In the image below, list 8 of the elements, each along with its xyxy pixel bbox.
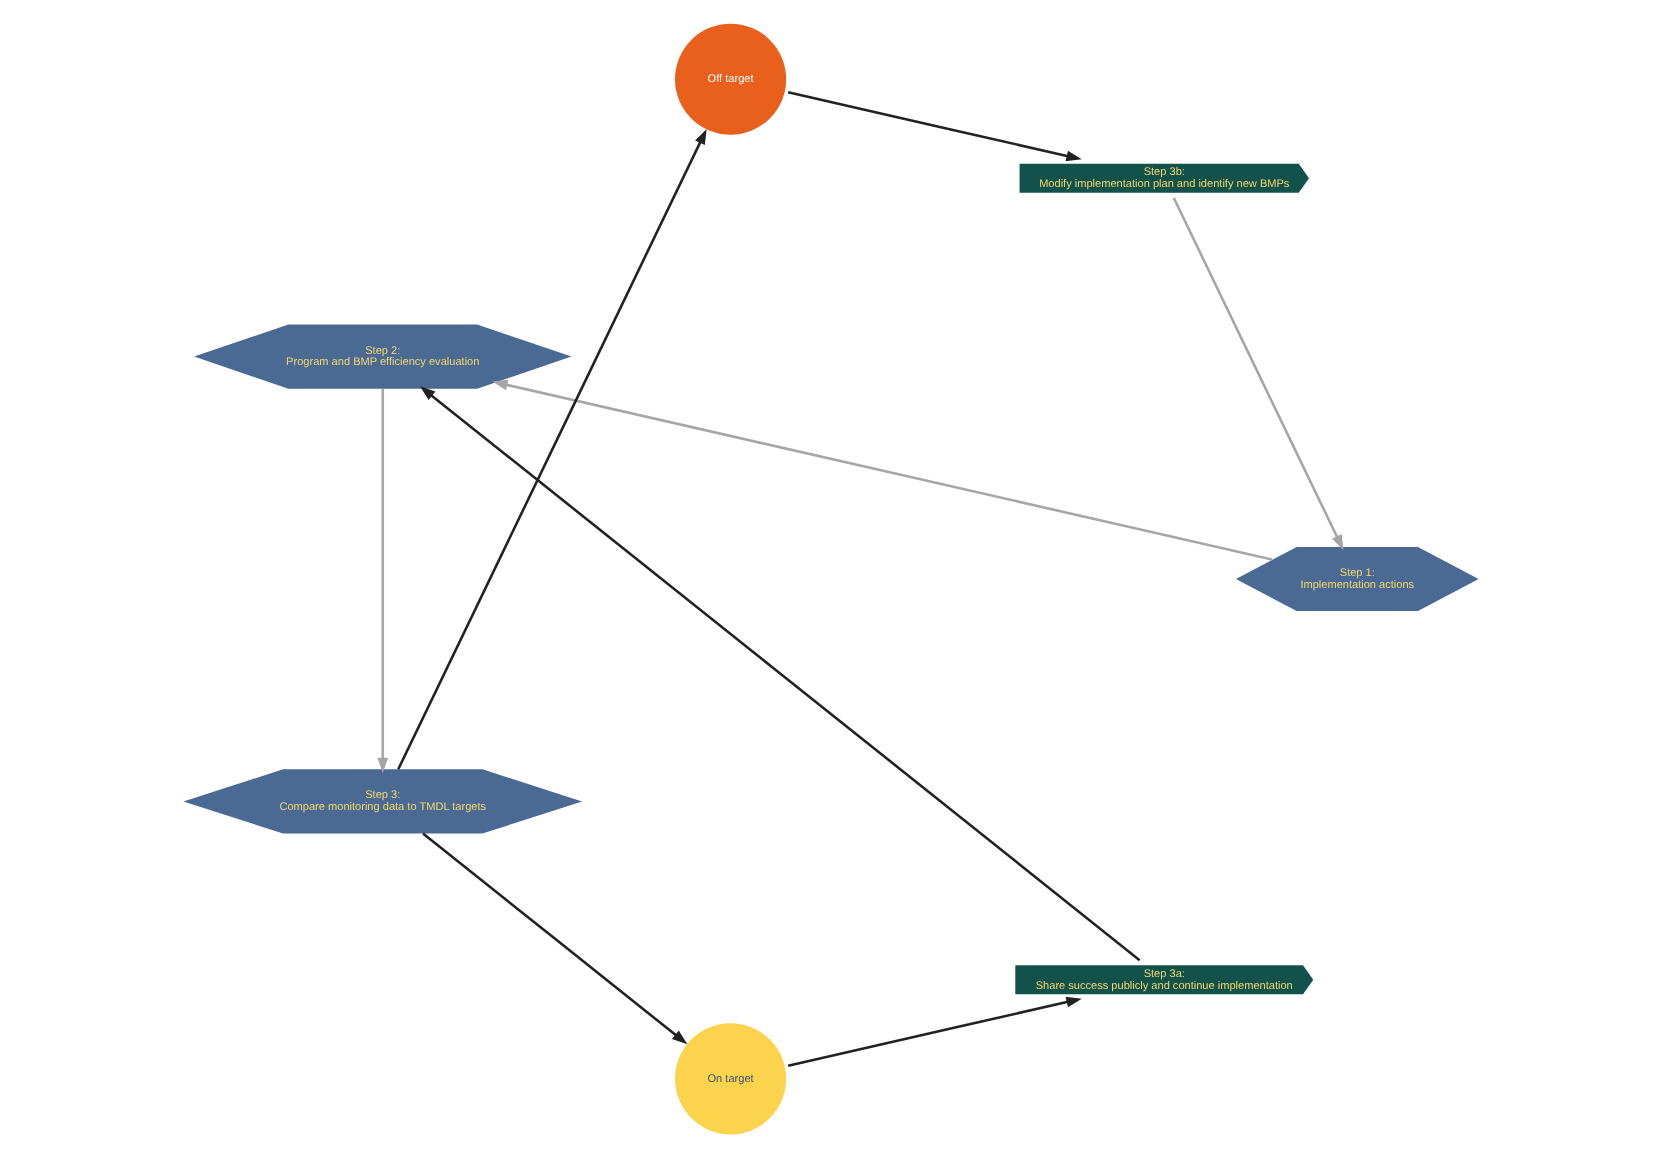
arrow	[418, 386, 1140, 962]
arrow	[786, 996, 1081, 1067]
arrow	[421, 832, 687, 1045]
arrow	[376, 388, 388, 774]
arrow	[491, 379, 1272, 561]
arrow	[786, 91, 1081, 162]
arrow	[1171, 197, 1343, 551]
arrow	[396, 128, 706, 770]
